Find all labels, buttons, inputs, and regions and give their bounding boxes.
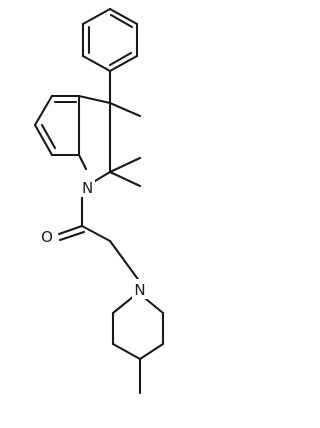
carbonyl-oxygen-label: O bbox=[41, 228, 53, 246]
piperidine-ring bbox=[111, 292, 165, 361]
molecule-drawing: N O N bbox=[33, 7, 165, 395]
c4-methyl-bond bbox=[108, 101, 142, 118]
carbonyl-double-bond-a bbox=[57, 224, 84, 236]
piperidine-nitrogen-label: N bbox=[134, 281, 145, 299]
ring-nitrogen-label: N bbox=[82, 179, 93, 197]
ch2-n2-bond bbox=[108, 239, 142, 284]
c2-methyl-bond-b bbox=[108, 170, 142, 188]
n1-label-background bbox=[79, 177, 95, 197]
dihydro-ring bbox=[77, 94, 112, 186]
n2-label-background bbox=[132, 279, 148, 299]
c2-methyl-bond-a bbox=[108, 156, 142, 174]
o1-label-background bbox=[39, 226, 55, 246]
carbonyl-ch2-bond bbox=[80, 224, 112, 243]
phenyl-ring bbox=[81, 7, 139, 73]
benzo-ring bbox=[33, 94, 88, 171]
structure-canvas: N O N bbox=[33, 7, 165, 395]
carbonyl-double-bond-b bbox=[58, 230, 86, 242]
